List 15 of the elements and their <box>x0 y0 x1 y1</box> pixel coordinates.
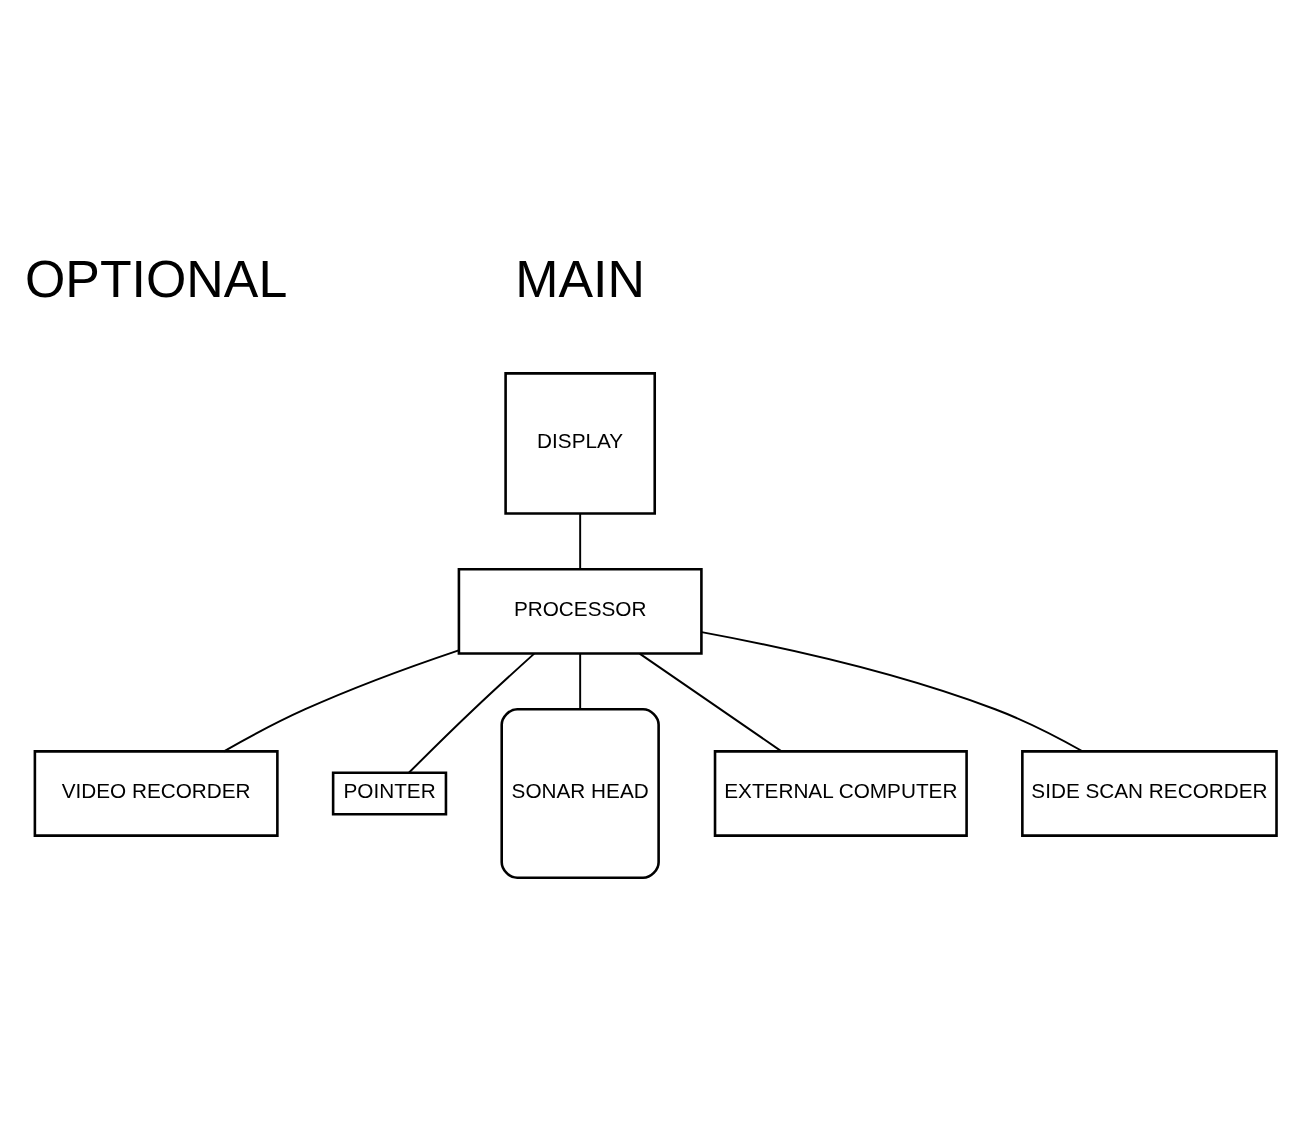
connector <box>408 652 536 774</box>
connector <box>222 648 460 752</box>
node-box: PROCESSOR <box>457 567 703 655</box>
node-box: SONAR HEAD <box>500 707 660 879</box>
node-box: EXTERNAL COMPUTER <box>713 749 968 837</box>
node-box: VIDEO RECORDER <box>33 749 279 837</box>
node-box: DISPLAY <box>504 371 657 515</box>
connector <box>579 652 582 710</box>
connector <box>638 652 783 752</box>
connector <box>579 512 582 570</box>
connector <box>700 630 1084 752</box>
node-box: POINTER <box>331 771 448 816</box>
label: MAIN <box>515 249 645 308</box>
node-box: SIDE SCAN RECORDER <box>1021 749 1278 837</box>
label: OPTIONAL <box>25 249 288 308</box>
